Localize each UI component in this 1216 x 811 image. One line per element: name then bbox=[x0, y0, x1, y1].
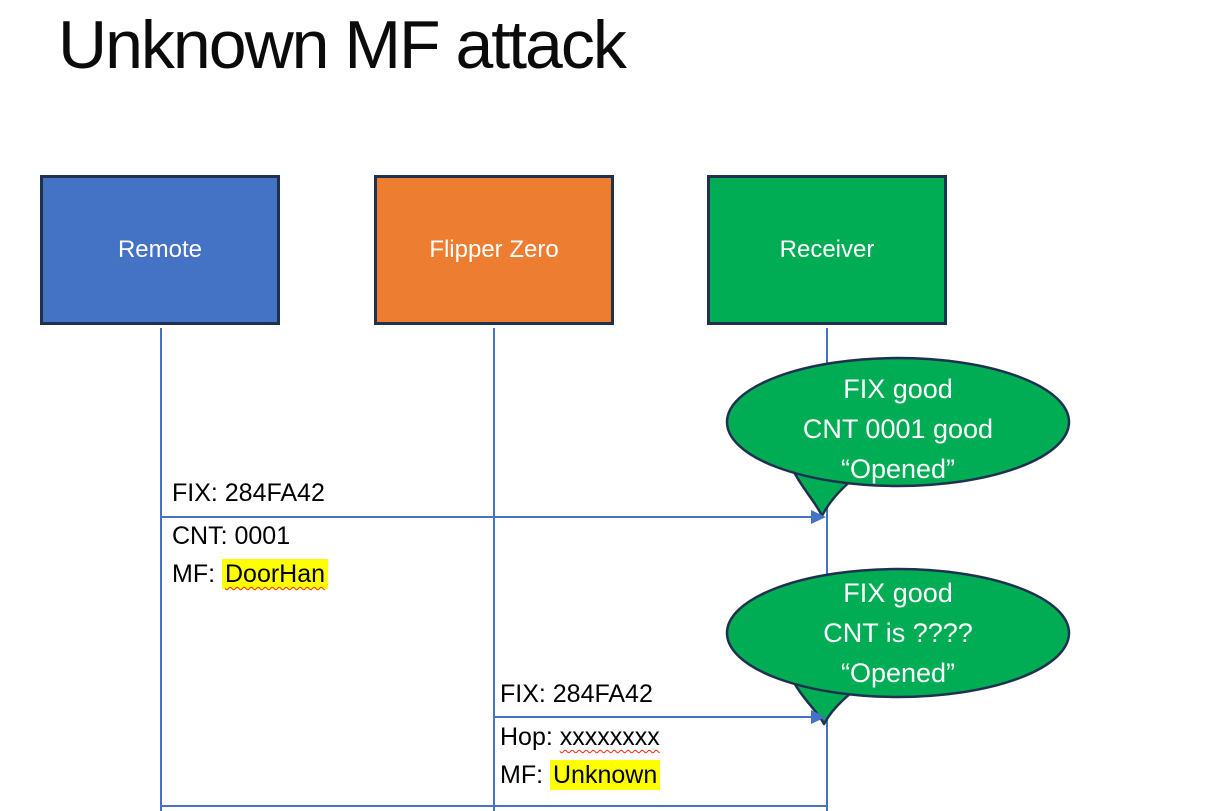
message1-arrow-line bbox=[161, 516, 813, 518]
speech-bubble-1 bbox=[725, 356, 1071, 518]
message1-mf-highlighted-value: DoorHan bbox=[222, 559, 329, 589]
message1-cnt-text: CNT: 0001 bbox=[172, 522, 291, 550]
bubble2-line3: “Opened” bbox=[840, 658, 956, 688]
speech-bubble-2-body bbox=[725, 567, 1071, 699]
bubble2-line1: FIX good bbox=[843, 578, 953, 608]
bubble2-line2: CNT is ???? bbox=[823, 618, 973, 648]
message1-label-cnt: CNT: 0001 bbox=[172, 522, 290, 551]
lifeline-receiver bbox=[826, 328, 828, 811]
message1-label-mf: MF: DoorHan bbox=[172, 559, 329, 589]
message3-arrow-line-cutoff bbox=[161, 805, 827, 807]
message2-arrowhead-icon bbox=[811, 710, 826, 724]
message1-label-fix: FIX: 284FA42 bbox=[172, 479, 325, 508]
actor-box-receiver: Receiver bbox=[707, 175, 947, 325]
message2-label-hop: Hop: xxxxxxxx bbox=[500, 723, 660, 752]
actor-label-receiver: Receiver bbox=[779, 236, 875, 263]
speech-bubble-2 bbox=[725, 567, 1071, 726]
actor-label-remote: Remote bbox=[117, 236, 203, 263]
actor-box-flipper-zero: Flipper Zero bbox=[374, 175, 614, 325]
message1-fix-text: FIX: 284FA42 bbox=[172, 479, 325, 507]
message1-mf-prefix: MF: bbox=[172, 560, 222, 588]
speech-bubble-1-body bbox=[725, 356, 1071, 488]
lifeline-flipper-zero bbox=[493, 328, 495, 811]
speech-bubble-1-text: FIX good CNT 0001 good “Opened” bbox=[725, 369, 1071, 489]
speech-bubble-2-text: FIX good CNT is ???? “Opened” bbox=[725, 573, 1071, 693]
message2-fix-text: FIX: 284FA42 bbox=[500, 680, 653, 708]
page-title: Unknown MF attack bbox=[58, 7, 627, 83]
message2-hop-value: xxxxxxxx bbox=[559, 723, 660, 751]
message2-arrow-line bbox=[494, 716, 813, 718]
message2-label-mf: MF: Unknown bbox=[500, 760, 661, 790]
actor-box-remote: Remote bbox=[40, 175, 280, 325]
message2-hop-prefix: Hop: bbox=[500, 723, 560, 751]
message2-mf-highlighted-value: Unknown bbox=[550, 760, 661, 790]
bubble1-line1: FIX good bbox=[843, 374, 953, 404]
bubble1-line3: “Opened” bbox=[840, 454, 956, 484]
actor-label-flipper-zero: Flipper Zero bbox=[429, 236, 559, 263]
message2-mf-prefix: MF: bbox=[500, 761, 550, 789]
message1-arrowhead-icon bbox=[811, 510, 826, 524]
lifeline-remote bbox=[160, 328, 162, 811]
message2-label-fix: FIX: 284FA42 bbox=[500, 680, 653, 709]
bubble1-line2: CNT 0001 good bbox=[802, 414, 994, 444]
